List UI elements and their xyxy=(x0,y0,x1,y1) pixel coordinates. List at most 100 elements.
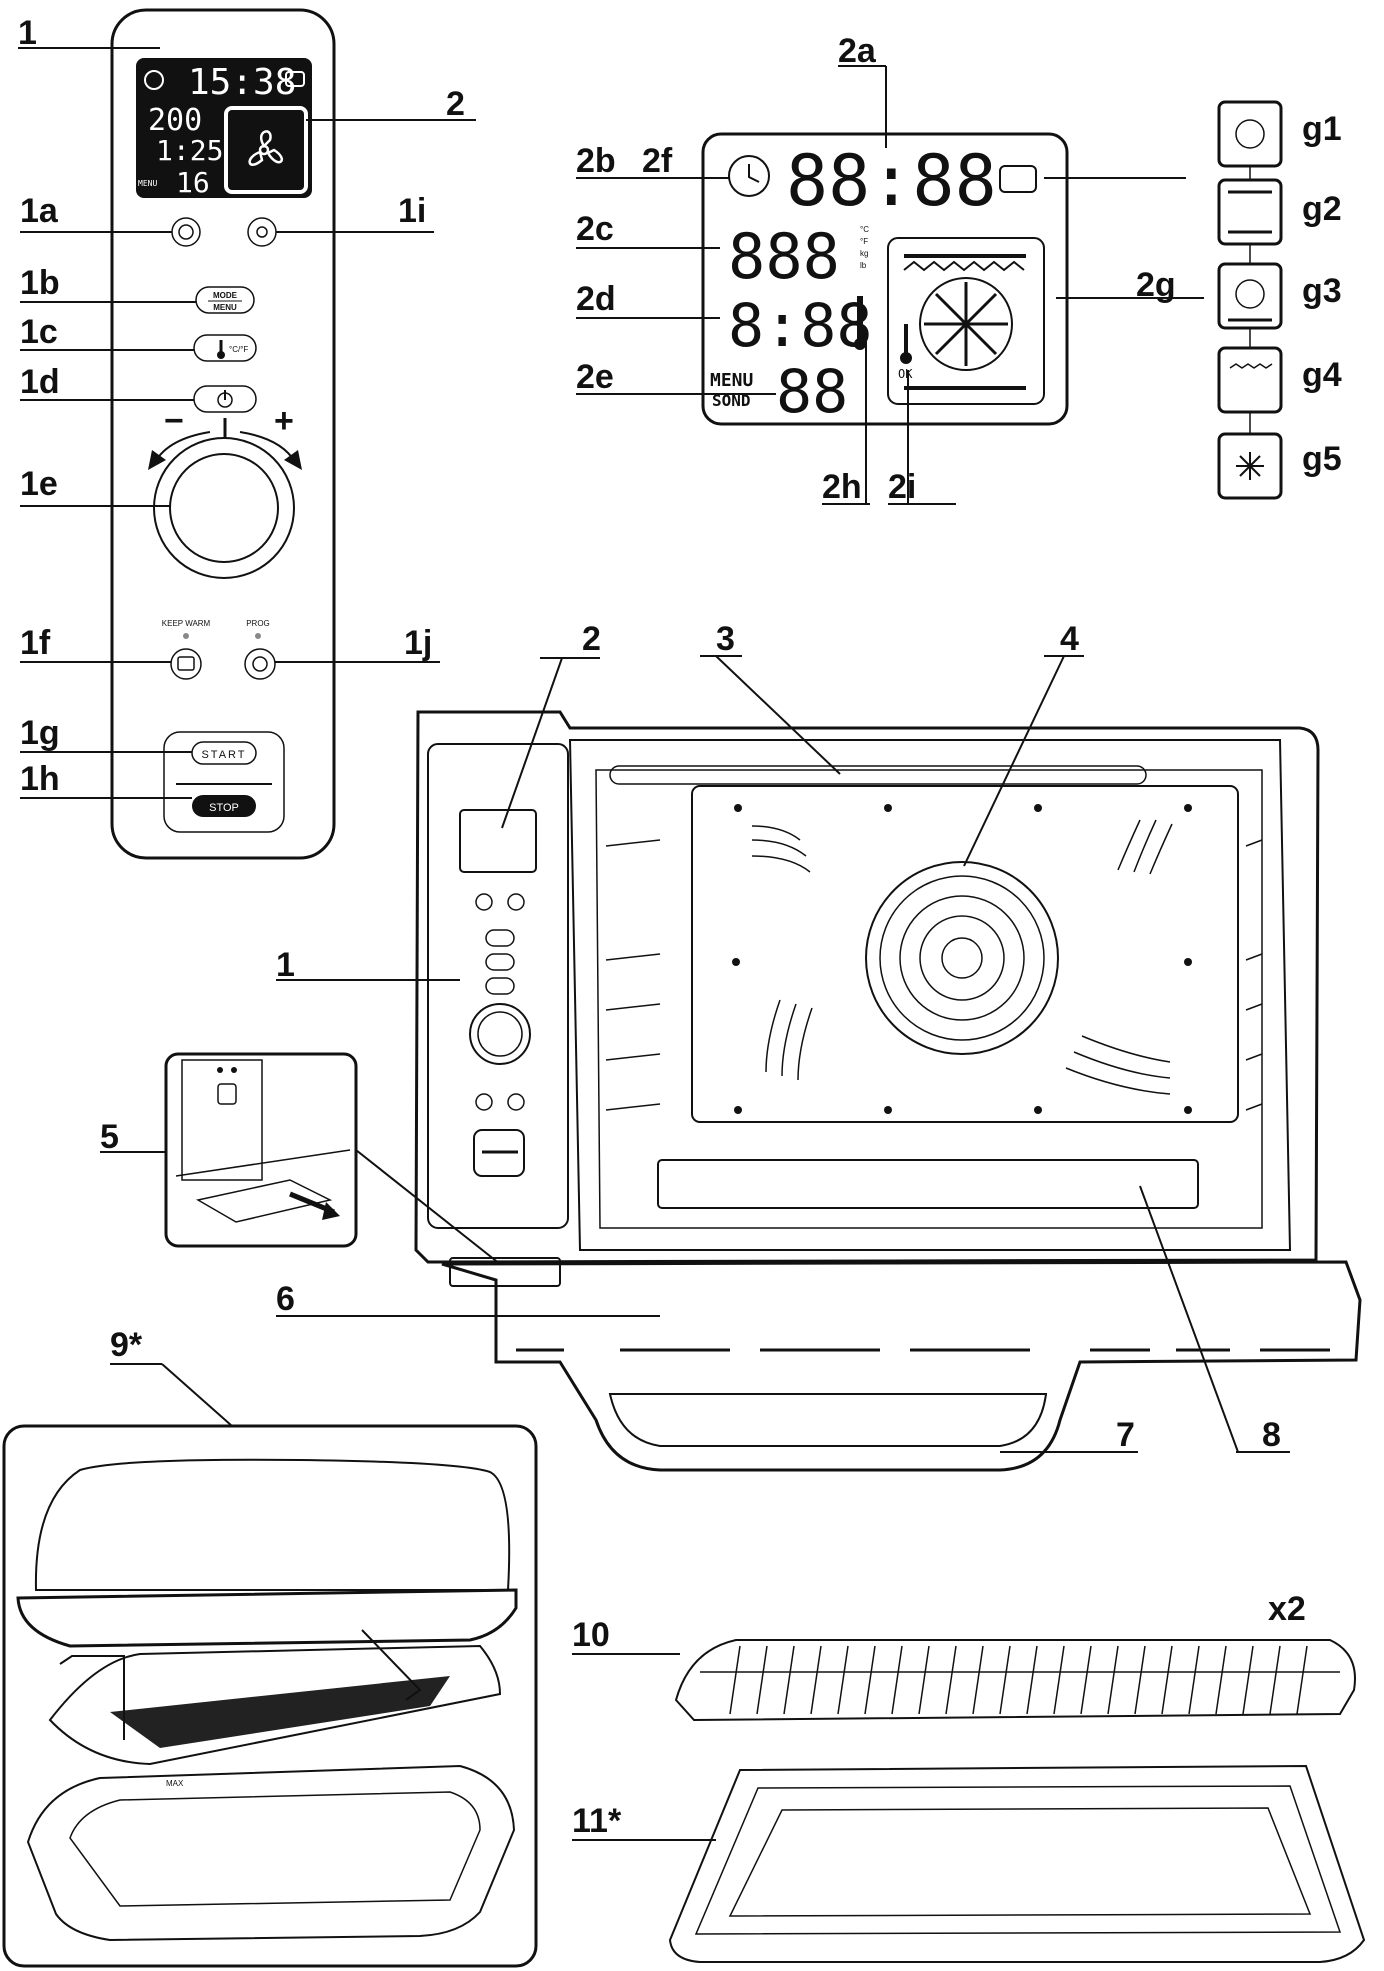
callout-2a: 2a xyxy=(838,32,877,70)
crumb-tray-inset xyxy=(164,1052,501,1265)
stop-label: STOP xyxy=(209,802,239,814)
lcd-unit-lb: lb xyxy=(860,261,867,270)
back-panel xyxy=(691,785,1239,1123)
mode-menu-button[interactable] xyxy=(195,286,255,314)
rack-bar xyxy=(1107,1645,1119,1715)
oven-control-column xyxy=(427,743,569,1229)
rack-bar xyxy=(783,1645,795,1715)
prog-button[interactable] xyxy=(244,648,276,680)
preheat-icon xyxy=(285,71,305,87)
callout-1d: 1d xyxy=(20,363,60,401)
callout-1b: 1b xyxy=(20,264,60,302)
stop-button[interactable] xyxy=(192,795,256,817)
keep-warm-label: KEEP WARM xyxy=(162,619,211,628)
lcd-unit-f: °F xyxy=(860,237,868,246)
pan-handle-left xyxy=(59,1655,125,1740)
convection-fan xyxy=(865,861,1059,1055)
top-element xyxy=(609,765,1147,785)
callout-10: 10 xyxy=(572,1616,610,1654)
temp-button[interactable] xyxy=(193,334,257,362)
callout-oven-6: 6 xyxy=(276,1280,295,1318)
lcd-unit-c: °C xyxy=(860,225,869,234)
bottom-element xyxy=(657,1159,1199,1209)
max-label: MAX xyxy=(166,1779,184,1788)
callout-1c: 1c xyxy=(20,313,58,351)
rack-bar xyxy=(1242,1645,1254,1715)
rack-bar xyxy=(1053,1645,1065,1715)
callout-2: 2 xyxy=(446,85,465,123)
rack-bars xyxy=(729,1645,1308,1715)
clock-icon xyxy=(728,155,770,197)
callout-9: 9* xyxy=(110,1326,143,1364)
callout-1f: 1f xyxy=(20,624,51,662)
keep-warm-button[interactable] xyxy=(170,648,202,680)
callout-g5: g5 xyxy=(1302,440,1342,478)
lcd-menu-label: MENU xyxy=(710,370,753,391)
rack-bar xyxy=(1188,1645,1200,1715)
side-rails xyxy=(605,839,1263,1111)
vent-slots xyxy=(751,819,1173,1095)
accessory-10: 10 x2 xyxy=(572,1590,1356,1722)
fan-icon xyxy=(919,277,1013,371)
rack-bar xyxy=(756,1645,768,1715)
callout-11: 11* xyxy=(572,1802,622,1840)
start-label: START xyxy=(201,749,246,761)
clock-icon xyxy=(144,70,164,90)
preheat-icon xyxy=(999,165,1037,193)
callout-2b: 2b xyxy=(576,142,616,180)
keep-warm-icon xyxy=(177,656,195,671)
g3-fan-bottom-icon xyxy=(1217,262,1283,330)
rack-bar xyxy=(972,1645,984,1715)
callout-1: 1 xyxy=(18,14,37,52)
start-stop-area xyxy=(163,731,285,833)
rack-bar xyxy=(1134,1645,1146,1715)
control-panel: 15:38 200 1:25 MENU 16 MODE MENU °C/°F xyxy=(110,8,336,860)
display-menu-num: 16 xyxy=(176,166,210,199)
rack-bar xyxy=(837,1645,849,1715)
rack-bar xyxy=(1080,1645,1092,1715)
display-time2: 1:25 xyxy=(156,134,223,167)
door-handle xyxy=(608,1393,1048,1447)
pan-handle-right xyxy=(361,1629,422,1701)
rack-bar xyxy=(945,1645,957,1715)
g1-fan-icon xyxy=(1217,100,1283,168)
callout-1i: 1i xyxy=(398,192,426,230)
callout-2c: 2c xyxy=(576,210,614,248)
fan-icon xyxy=(248,130,284,166)
function-icons: g1 g2 g3 g4 g5 xyxy=(1217,100,1342,500)
rack-bar xyxy=(918,1645,930,1715)
lcd-digits-temp: 888 xyxy=(728,220,840,293)
rack-bar xyxy=(864,1645,876,1715)
wire-rack xyxy=(674,1639,1356,1722)
accessory-9: 9* MAX xyxy=(2,1326,538,1968)
selector-dial[interactable] xyxy=(153,437,295,579)
oven-callouts: 2 3 4 1 5 6 7 8 xyxy=(100,620,1290,1454)
lcd-detail: 88:88 888 °C °F kg lb 8:88 MENU SOND 88 … xyxy=(701,132,1069,427)
lid xyxy=(34,1458,511,1591)
callout-g3: g3 xyxy=(1302,272,1342,310)
callout-2i: 2i xyxy=(888,468,916,506)
callout-2f: 2f xyxy=(642,142,673,180)
oven-display xyxy=(459,809,537,873)
g4-grill-icon xyxy=(1217,346,1283,414)
callout-1j: 1j xyxy=(404,624,432,662)
lcd-sond-label: SOND xyxy=(712,391,751,410)
rack-bar xyxy=(999,1645,1011,1715)
roasting-tray xyxy=(26,1764,516,1942)
oven-door xyxy=(441,1260,1362,1472)
lcd-unit-kg: kg xyxy=(860,249,868,258)
callout-1h: 1h xyxy=(20,760,60,798)
rack-bar xyxy=(810,1645,822,1715)
plus-sign: + xyxy=(274,402,294,440)
callout-oven-3: 3 xyxy=(716,620,735,658)
oven-cavity xyxy=(568,739,1292,1251)
rack-bar xyxy=(1269,1645,1281,1715)
callout-1a: 1a xyxy=(20,192,59,230)
rack-bar xyxy=(891,1645,903,1715)
lcd-ok-label: OK xyxy=(898,367,913,381)
lcd-callouts: 2a 2b 2f 2c 2d 2e 2g 2h 2i xyxy=(576,32,1204,506)
callout-oven-2: 2 xyxy=(582,620,601,658)
callout-oven-5: 5 xyxy=(100,1118,119,1156)
callout-oven-7: 7 xyxy=(1116,1416,1135,1454)
